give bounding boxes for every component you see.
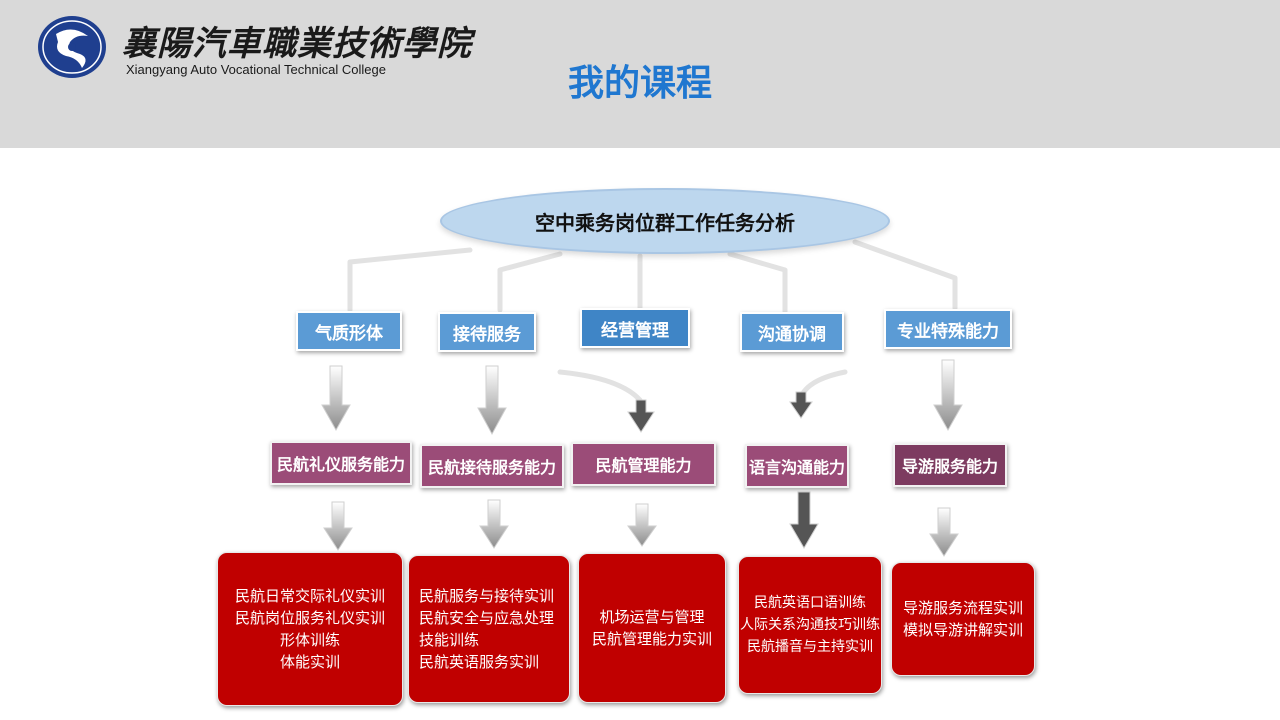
training-item: 民航日常交际礼仪实训 xyxy=(234,587,385,605)
connector-line-1 xyxy=(347,247,473,313)
training-item: 人际关系沟通技巧训练 xyxy=(740,617,880,633)
category-node-2: 接待服务 xyxy=(438,312,536,352)
category-node-1: 气质形体 xyxy=(296,311,402,351)
connector-line-7 xyxy=(797,369,848,403)
root-node: 空中乘务岗位群工作任务分析 xyxy=(440,188,890,254)
training-item: 民航英语口语训练 xyxy=(754,595,866,611)
header-bar: 襄陽汽車職業技術學院 Xiangyang Auto Vocational Tec… xyxy=(0,0,1280,148)
ability-node-3: 民航管理能力 xyxy=(571,442,716,486)
training-item: 民航服务与接待实训 xyxy=(419,587,555,605)
arrow-down-1b xyxy=(477,365,507,436)
training-node-4: 民航英语口语训练 人际关系沟通技巧训练 民航播音与主持实训 xyxy=(738,556,882,694)
training-item: 形体训练 xyxy=(279,631,340,649)
training-item: 民航管理能力实训 xyxy=(591,630,712,648)
connector-line-4 xyxy=(727,251,788,315)
school-name-en: Xiangyang Auto Vocational Technical Coll… xyxy=(126,62,386,77)
connector-line-5 xyxy=(852,239,958,311)
connector-line-6 xyxy=(557,369,643,421)
arrow-down-1c xyxy=(627,399,655,433)
ability-node-1: 民航礼仪服务能力 xyxy=(270,441,412,485)
ability-node-4: 语言沟通能力 xyxy=(745,444,849,488)
arrows-row-2 xyxy=(323,491,959,557)
school-name-cn: 襄陽汽車職業技術學院 xyxy=(122,24,472,64)
arrow-down-2b xyxy=(479,499,509,549)
training-item: 机场运营与管理 xyxy=(599,608,705,626)
connector-line-2 xyxy=(497,251,563,313)
training-item: 民航岗位服务礼仪实训 xyxy=(234,609,385,627)
arrow-down-1e xyxy=(933,359,963,432)
training-item: 技能训练 xyxy=(419,631,480,649)
training-node-5: 导游服务流程实训 模拟导游讲解实训 xyxy=(891,562,1035,676)
arrow-down-2a xyxy=(323,501,353,551)
arrows-row-1 xyxy=(321,359,963,436)
arrow-down-1d xyxy=(789,391,813,419)
training-item: 民航安全与应急处理 xyxy=(419,609,555,627)
training-node-2: 民航服务与接待实训 民航安全与应急处理 技能训练 民航英语服务实训 xyxy=(408,555,570,703)
training-item: 模拟导游讲解实训 xyxy=(902,621,1023,639)
training-item: 民航英语服务实训 xyxy=(419,653,540,671)
page-title: 我的课程 xyxy=(567,63,712,104)
category-node-3: 经营管理 xyxy=(580,308,690,348)
ability-node-2: 民航接待服务能力 xyxy=(420,444,564,488)
training-item: 民航播音与主持实训 xyxy=(747,639,873,655)
arrow-down-1a xyxy=(321,365,351,432)
training-node-1: 民航日常交际礼仪实训 民航岗位服务礼仪实训 形体训练 体能实训 xyxy=(217,552,403,706)
college-logo-icon xyxy=(38,16,106,78)
ability-node-5: 导游服务能力 xyxy=(893,443,1007,487)
category-node-5: 专业特殊能力 xyxy=(884,309,1012,349)
training-item: 导游服务流程实训 xyxy=(902,599,1023,617)
arrow-down-2c xyxy=(627,503,657,547)
arrow-down-2e xyxy=(929,507,959,557)
training-node-3: 机场运营与管理 民航管理能力实训 xyxy=(578,553,726,703)
category-node-4: 沟通协调 xyxy=(740,312,844,352)
training-item: 体能实训 xyxy=(279,653,340,671)
arrow-down-2d xyxy=(789,491,819,549)
